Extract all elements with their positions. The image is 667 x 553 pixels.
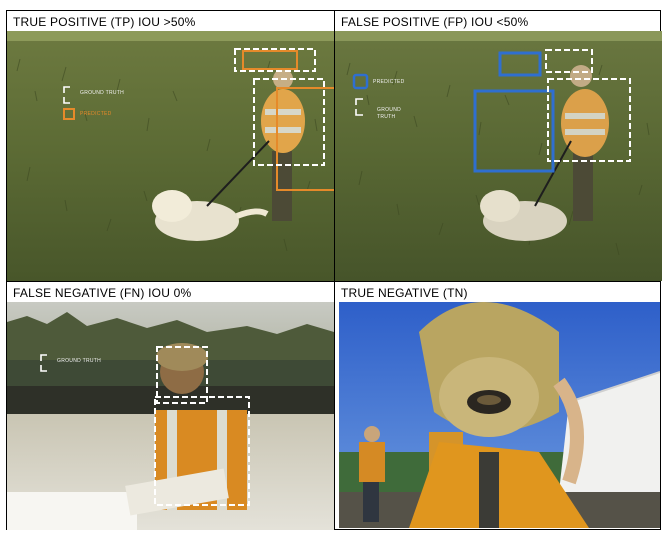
ground-truth-box xyxy=(547,78,631,162)
divider-vertical xyxy=(334,11,335,529)
ground-truth-box xyxy=(234,48,316,72)
photo-grass-worker-dog: PREDICTED GROUND TRUTH xyxy=(335,31,662,281)
predicted-box xyxy=(276,87,334,191)
photo-grass-worker-dog: GROUND TRUTH PREDICTED xyxy=(7,31,334,281)
predicted-box xyxy=(498,51,542,77)
legend-ground-truth-label: GROUND xyxy=(377,107,402,113)
predicted-box xyxy=(242,50,298,70)
photo-highway-worker: GROUND TRUTH xyxy=(7,302,334,530)
photo-hardhat-closeup xyxy=(339,302,660,528)
panel-title: TRUE POSITIVE (TP) IOU >50% xyxy=(13,15,196,29)
legend-ground-truth-label: TRUTH xyxy=(377,114,396,120)
panel-title: TRUE NEGATIVE (TN) xyxy=(341,286,468,300)
panel-true-negative: TRUE NEGATIVE (TN) xyxy=(335,282,662,530)
legend-predicted-label: PREDICTED xyxy=(80,111,112,117)
panel-title: FALSE POSITIVE (FP) IOU <50% xyxy=(341,15,529,29)
ground-truth-box xyxy=(154,396,250,506)
legend-ground-truth-label: GROUND TRUTH xyxy=(57,358,102,364)
ground-truth-box xyxy=(253,78,325,166)
ground-truth-box xyxy=(545,49,593,73)
panel-true-positive: TRUE POSITIVE (TP) IOU >50% xyxy=(7,11,334,281)
figure-grid: TRUE POSITIVE (TP) IOU >50% xyxy=(6,10,662,530)
legend-ground-truth-label: GROUND TRUTH xyxy=(80,90,125,96)
predicted-box xyxy=(473,89,555,173)
divider-horizontal xyxy=(7,281,660,282)
panel-false-negative: FALSE NEGATIVE (FN) IOU 0% xyxy=(7,282,334,530)
panel-title: FALSE NEGATIVE (FN) IOU 0% xyxy=(13,286,192,300)
panel-false-positive: FALSE POSITIVE (FP) IOU <50% xyxy=(335,11,662,281)
ground-truth-box xyxy=(156,346,208,404)
legend-predicted-label: PREDICTED xyxy=(373,79,405,85)
